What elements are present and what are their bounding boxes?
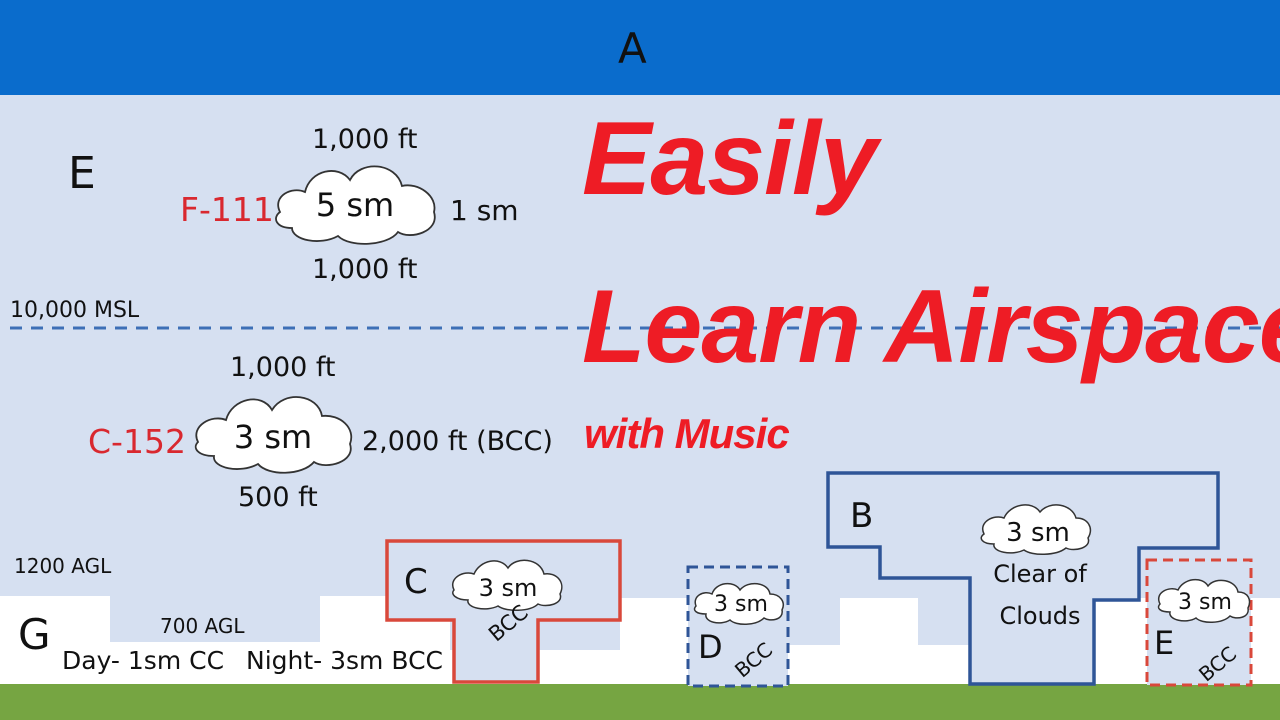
class-a-band — [0, 0, 1280, 95]
cloud-icon — [1157, 578, 1251, 623]
class-b-cloud-rule-line2: Clouds — [999, 602, 1081, 630]
class-e-surface-label: E — [1154, 624, 1175, 662]
class-b-outline — [826, 471, 1220, 686]
cloud-icon — [275, 165, 436, 245]
class-c-visibility: 3 sm — [478, 574, 538, 602]
class-b-visibility: 3 sm — [1006, 518, 1070, 548]
class-c-outline — [385, 539, 622, 684]
f111-aircraft-label: F-111 — [180, 190, 274, 229]
cloud-icon — [693, 582, 784, 625]
f111-horizontal-clearance: 1 sm — [450, 194, 519, 227]
class-d-visibility: 3 sm — [714, 592, 768, 617]
c152-above-clearance: 1,000 ft — [230, 352, 336, 383]
f111-above-clearance: 1,000 ft — [312, 124, 418, 155]
class-g-night-rule: Night- 3sm BCC — [246, 646, 443, 675]
cloud-icon — [194, 396, 353, 474]
agl-700-label: 700 AGL — [160, 614, 245, 638]
agl-1200-label: 1200 AGL — [14, 554, 112, 578]
ground-strip — [0, 684, 1280, 720]
class-g-label: G — [18, 610, 51, 659]
promo-line-3: with Music — [584, 410, 790, 457]
f111-below-clearance: 1,000 ft — [312, 254, 418, 285]
cloud-icon — [451, 559, 563, 611]
promo-line-1: Easily — [582, 101, 878, 217]
class-d-label: D — [698, 628, 723, 666]
c152-below-clearance: 500 ft — [238, 482, 318, 513]
class-e-upper-label: E — [68, 148, 96, 199]
class-e-surface-visibility: 3 sm — [1178, 590, 1232, 615]
c152-visibility: 3 sm — [233, 418, 313, 456]
c152-horizontal-clearance: 2,000 ft (BCC) — [362, 426, 553, 457]
class-b-label: B — [850, 496, 874, 536]
f111-visibility: 5 sm — [315, 186, 395, 224]
c152-aircraft-label: C-152 — [88, 422, 186, 461]
class-b-cloud-rule-line1: Clear of — [993, 560, 1087, 588]
class-g-day-rule: Day- 1sm CC — [62, 646, 225, 675]
promo-line-2: Learn Airspace — [582, 269, 1280, 385]
msl-line-label: 10,000 MSL — [10, 298, 140, 323]
cloud-icon — [980, 504, 1092, 555]
class-a-label: A — [618, 24, 647, 73]
class-c-label: C — [404, 562, 428, 602]
